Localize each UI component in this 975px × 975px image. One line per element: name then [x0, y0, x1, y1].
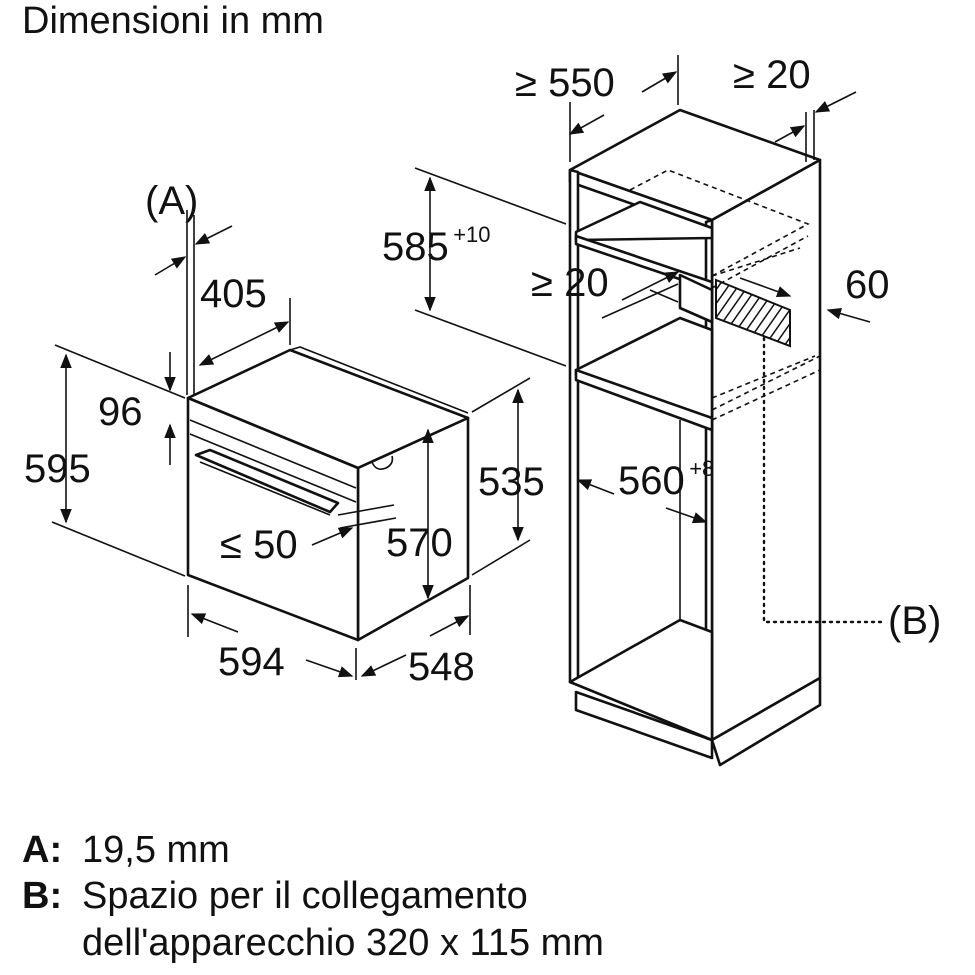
legend-key-b: B: — [22, 875, 62, 917]
cabinet-floor — [568, 618, 714, 742]
legend-text-a: 19,5 mm — [82, 829, 230, 871]
dim-handle-max: ≤ 50 — [220, 523, 298, 567]
oven-handle — [194, 448, 340, 514]
oven-drawing — [186, 346, 470, 642]
dim-oven-height: 595 — [24, 447, 91, 491]
dim-niche-width: 560 +8 — [618, 456, 714, 503]
legend-text-b-cont: dell'apparecchio 320 x 115 mm — [82, 922, 604, 964]
dim-top-depth: 405 — [200, 272, 267, 316]
dim-niche-width-value: 560 — [618, 459, 685, 503]
cabinet-drawing — [568, 108, 884, 767]
dim-shelf-gap: ≥ 20 — [531, 261, 609, 305]
dim-front-offset: 96 — [98, 390, 143, 434]
diagram-title: Dimensioni in mm — [22, 0, 324, 42]
dim-niche-height-tol: +10 — [453, 222, 490, 247]
cabinet-mid-shelf-edge — [574, 368, 714, 432]
dashed-top-outline — [629, 169, 810, 277]
cabinet-dimension-lines — [414, 55, 871, 524]
oven-panel-edge — [189, 419, 357, 489]
cabinet-plinth — [574, 676, 822, 767]
oven-handle-bar — [199, 461, 331, 516]
b-marker: (B) — [888, 599, 941, 643]
vent-hatch — [715, 278, 791, 348]
dashed-mid-outline — [711, 355, 821, 411]
dim-niche-height-value: 585 — [382, 225, 449, 269]
cabinet-back-strip — [678, 273, 714, 324]
cabinet-left-post — [568, 168, 580, 687]
dim-oven-depth: 548 — [408, 645, 475, 689]
dim-niche-height: 585 +10 — [382, 222, 491, 269]
dim-back-gap: ≥ 20 — [733, 53, 811, 97]
cabinet-right-side — [710, 158, 822, 742]
legend-key-a: A: — [22, 829, 62, 871]
dim-inner-height: 570 — [386, 521, 453, 565]
oven-connector — [371, 455, 394, 470]
oven-top-lip — [289, 346, 469, 414]
dim-niche-width-tol: +8 — [689, 456, 714, 481]
legend: A: 19,5 mm B: Spazio per il collegamento… — [22, 829, 604, 964]
legend-text-b: Spazio per il collegamento — [82, 875, 528, 917]
dim-body-height: 535 — [478, 460, 545, 504]
dim-cabinet-depth: ≥ 550 — [515, 61, 615, 105]
dim-oven-width: 594 — [218, 640, 285, 684]
dim-vent-depth: 60 — [845, 263, 890, 307]
oven-door-edge — [189, 433, 357, 503]
oven-dimension-lines — [51, 210, 531, 680]
a-marker: (A) — [145, 179, 198, 223]
